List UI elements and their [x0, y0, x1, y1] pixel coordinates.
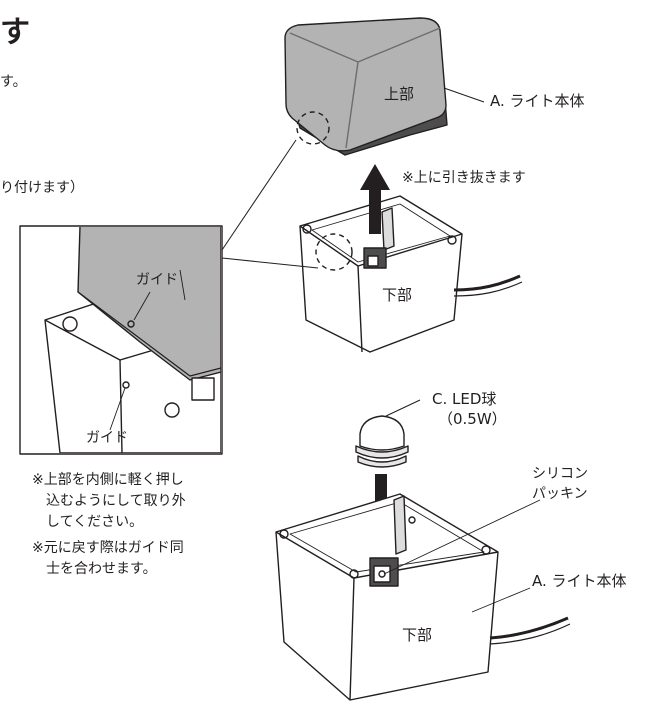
note1-line1: ※上部を内側に軽く押し [32, 472, 184, 488]
intro-text-line1: す。 [0, 74, 27, 90]
intro-text-line2: り付けます） [0, 180, 84, 196]
label-upper-part: 上部 [384, 85, 415, 103]
note2-line2: 士を合わせます。 [46, 561, 157, 577]
lower-housing-open [299, 195, 523, 353]
upper-housing [284, 17, 448, 156]
guide-detail-circle-top [296, 111, 330, 145]
label-light-body-top: A. ライト本体 [490, 92, 585, 110]
led-bulb [355, 399, 421, 468]
label-lower-part-bottom: 下部 [402, 626, 433, 644]
note1-line3: してください。 [46, 514, 144, 530]
label-silicone-line2: パッキン [532, 486, 588, 502]
label-lower-part-top: 下部 [382, 286, 413, 304]
note1-line2: 込むようにして取り外 [46, 493, 186, 509]
label-guide-upper: ガイド [136, 272, 178, 288]
label-led-bulb-watt: （0.5W） [438, 410, 507, 428]
page-heading: す [0, 15, 30, 50]
guide-detail-circle-box [315, 233, 353, 271]
label-silicone-line1: シリコン [532, 466, 588, 482]
arrow-up-icon [360, 164, 390, 234]
zoom-inset [19, 225, 223, 455]
label-guide-lower: ガイド [86, 430, 128, 446]
lower-housing-bulb [275, 493, 571, 701]
note2-line1: ※元に戻す際はガイド同 [32, 540, 184, 556]
label-led-bulb-name: C. LED球 [432, 390, 497, 408]
label-light-body-bottom: A. ライト本体 [532, 572, 627, 590]
label-pull-out-note: ※上に引き抜きます [402, 170, 526, 186]
